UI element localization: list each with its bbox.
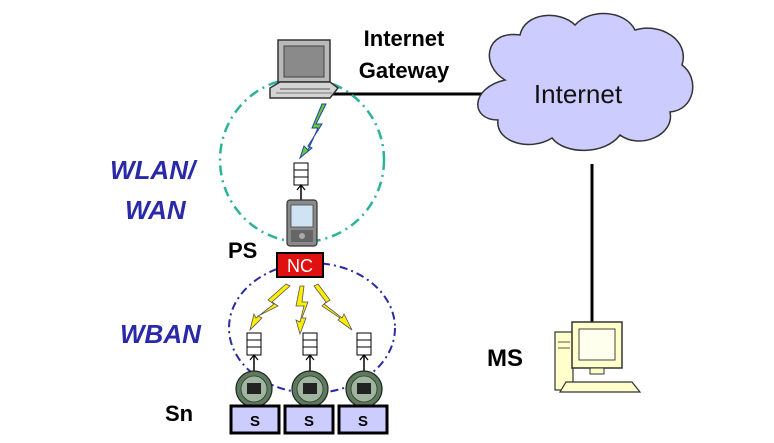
lightning-link-icon [295,285,309,336]
sensor-box [229,404,281,435]
sensor-box [337,404,389,435]
sensor-node-icon [291,370,329,408]
protocol-stack-icon [356,332,372,372]
ps-label: PS [228,238,257,263]
desktop-computer-icon [554,321,642,393]
sensor-box-label: S [250,413,260,430]
laptop-icon [269,39,340,99]
lightning-link-icon [313,283,353,331]
protocol-stack-icon [293,162,309,200]
lightning-link-icon [298,103,327,160]
sensor-box [283,404,335,435]
sensor-node-icon [235,370,273,408]
sensor-node-icon [345,370,383,408]
protocol-stack-icon [246,332,262,372]
ms-label: MS [487,345,523,372]
sensor-box-label: S [304,413,314,430]
nc-box [276,252,324,278]
gateway-label-line1: Internet [364,26,445,51]
wlan-label-line2: WAN [125,195,187,225]
wban-label: WBAN [120,319,202,349]
pda-icon [286,199,318,247]
wlan-label-line1: WLAN/ [110,155,198,185]
wlan-ring [218,76,386,244]
protocol-stack-icon [302,332,318,372]
lightning-link-icon [249,283,291,332]
cloud-icon [477,12,694,152]
internet-label: Internet [534,79,623,109]
gateway-label-line2: Gateway [359,58,450,83]
sensor-box-label: S [358,413,368,430]
sn-label: Sn [165,401,193,426]
nc-label: NC [287,256,313,276]
